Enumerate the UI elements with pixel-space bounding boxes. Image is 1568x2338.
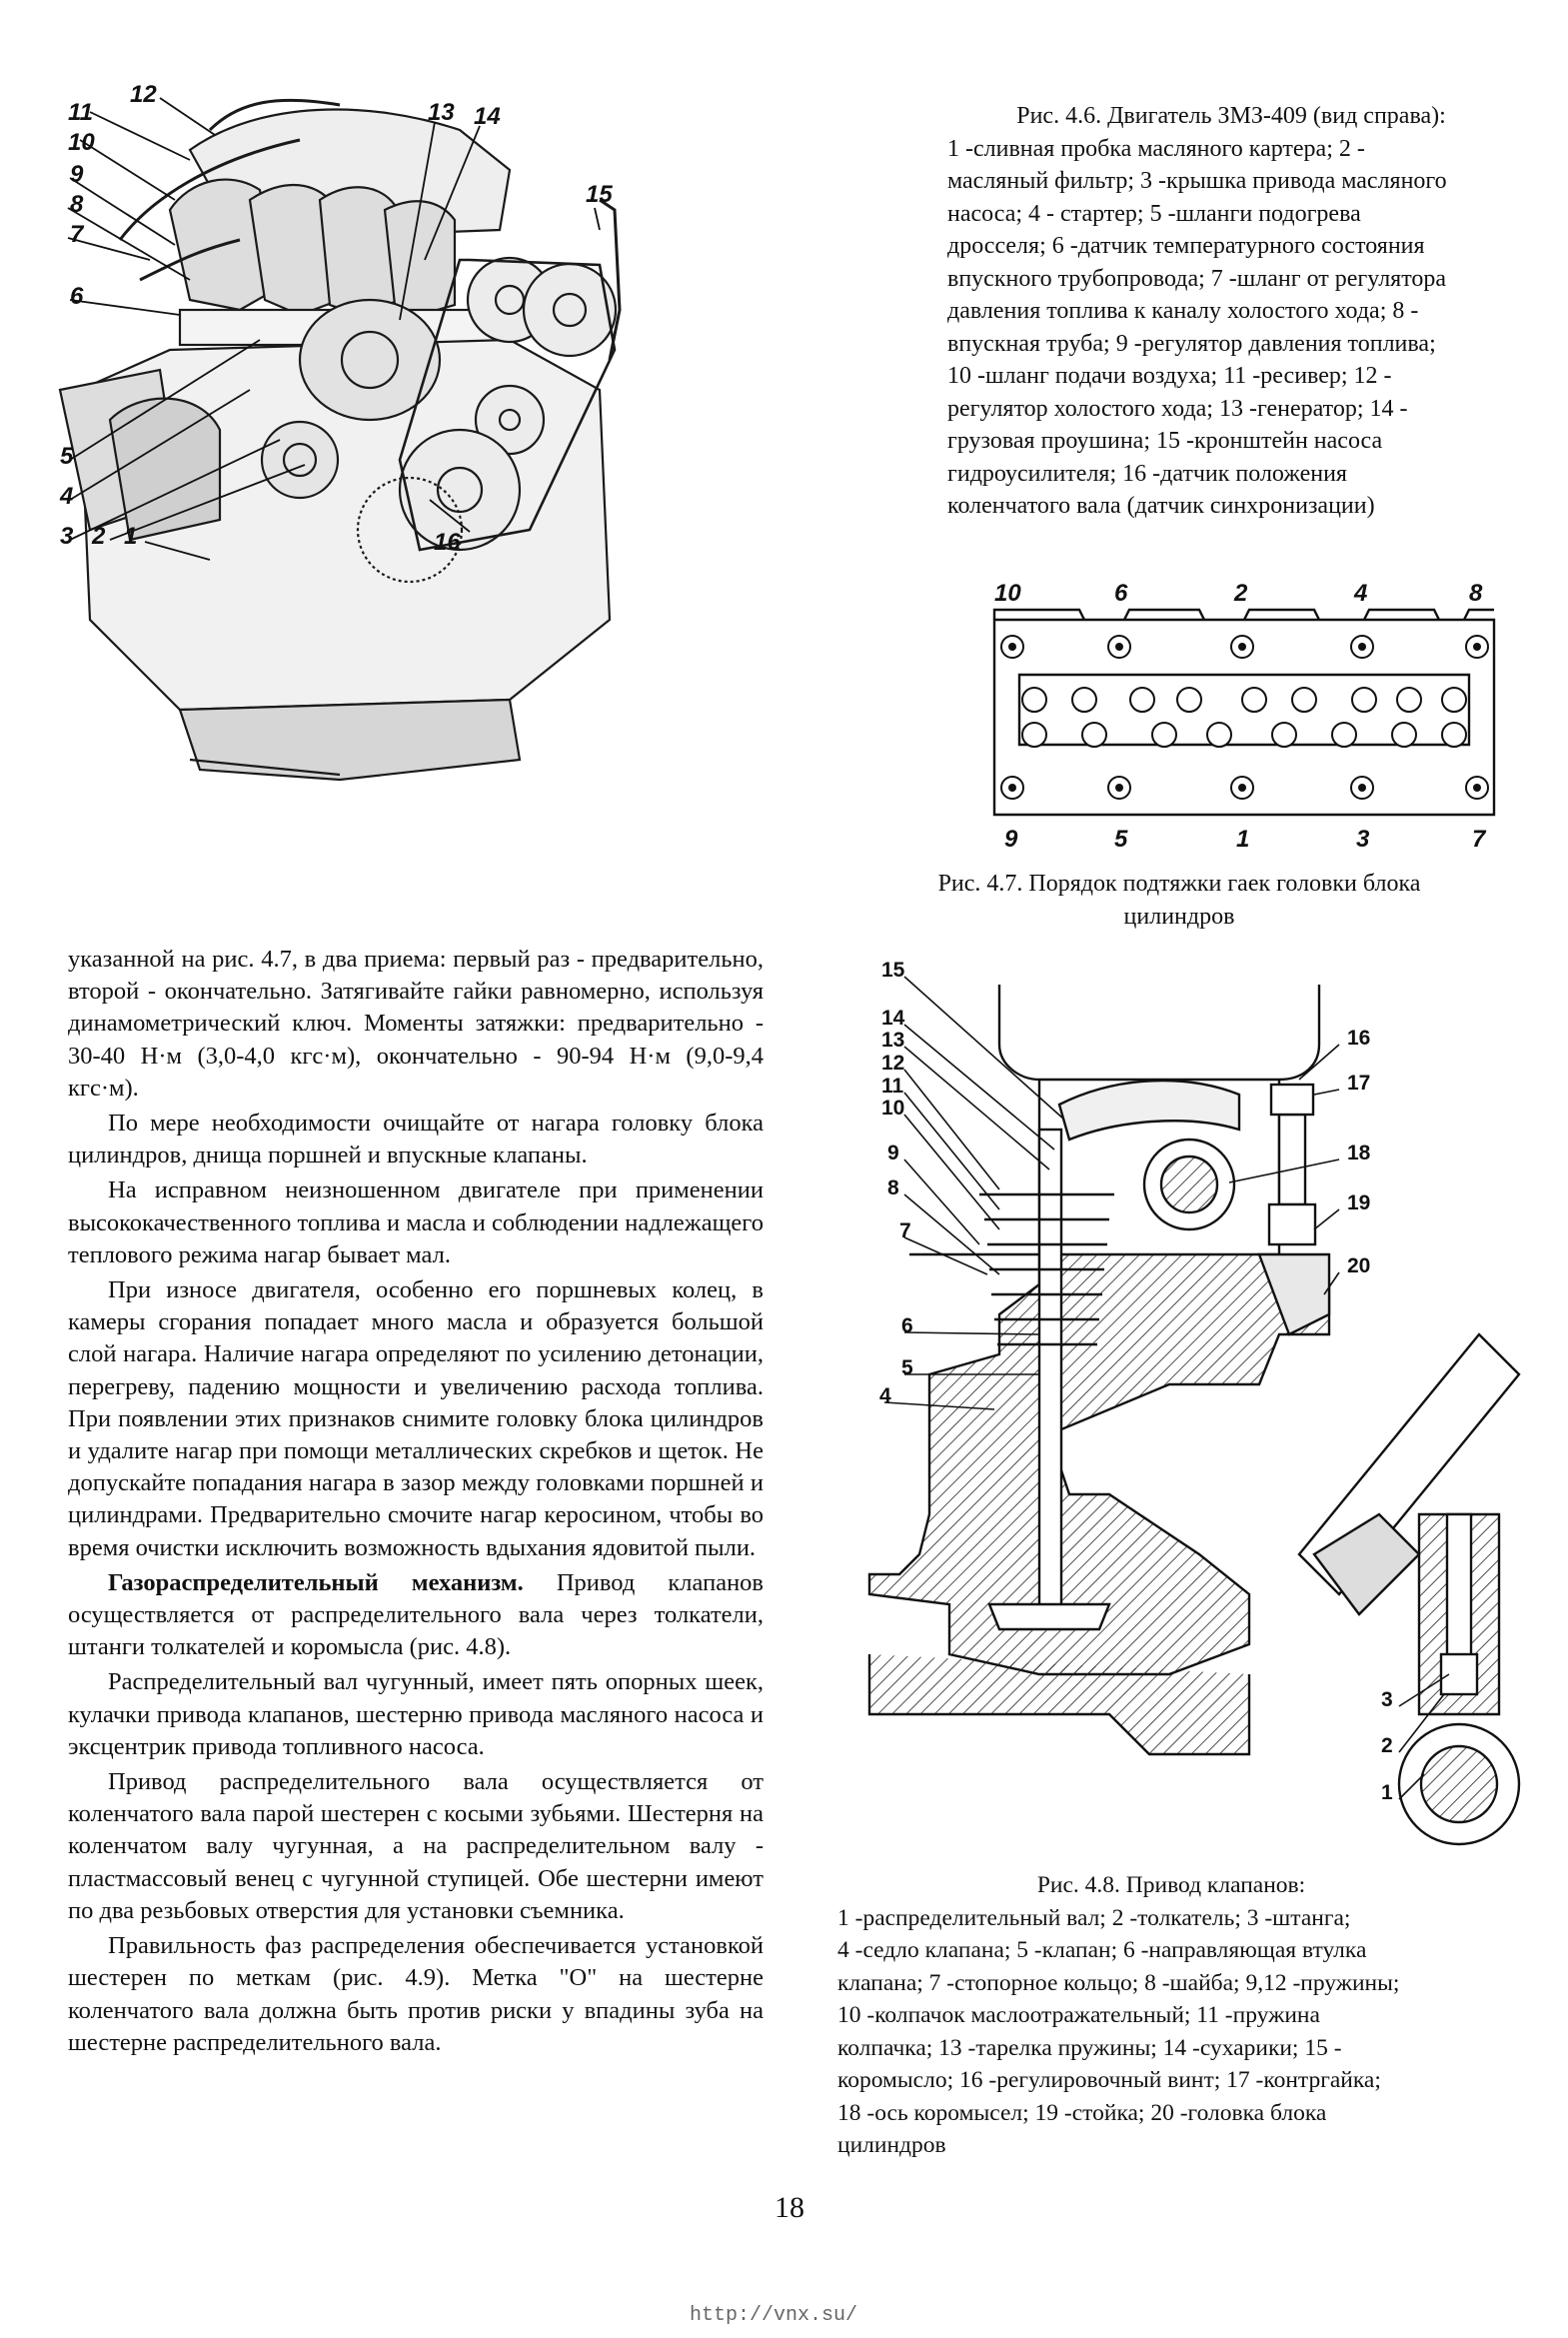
figure-4-7-caption-line-2: цилиндров <box>1123 904 1235 930</box>
valve-callout-13: 13 <box>881 1029 904 1052</box>
cylinder-head-diagram: 10 6 2 4 8 9 5 1 3 7 <box>992 580 1496 853</box>
engine-callout-16: 16 <box>434 529 461 556</box>
engine-callout-8: 8 <box>70 191 84 218</box>
valve-drive-diagram: 15 14 13 12 11 10 9 8 7 6 5 4 3 2 1 16 1… <box>867 959 1521 1846</box>
paragraph: Привод распределительного вала осуществл… <box>68 1768 764 1924</box>
figure-4-6-caption-line: Рис. 4.6. Двигатель ЗМЗ-409 (вид справа)… <box>1016 103 1446 129</box>
valve-callout-17: 17 <box>1347 1072 1370 1095</box>
figure-4-8-caption-line: 4 -седло клапана; 5 -клапан; 6 -направля… <box>837 1937 1367 1963</box>
valve-callout-9: 9 <box>887 1142 899 1165</box>
figure-4-8-caption-line: цилиндров <box>837 2132 946 2158</box>
paragraph: На исправном неизношенном двигателе при … <box>68 1176 764 1268</box>
engine-callout-15: 15 <box>586 181 613 208</box>
figure-4-8-caption-line: колпачка; 13 -тарелка пружины; 14 -сухар… <box>837 2034 1342 2061</box>
valve-callout-1: 1 <box>1381 1781 1393 1804</box>
head-label-top-6: 6 <box>1114 580 1128 607</box>
valve-callout-6: 6 <box>901 1314 913 1337</box>
engine-callouts: 11 12 10 9 8 7 6 5 4 3 2 1 13 14 15 16 <box>59 81 613 556</box>
head-label-bottom-9: 9 <box>1004 826 1018 853</box>
engine-callout-2: 2 <box>91 523 106 550</box>
paragraph: По мере необходимости очищайте от нагара… <box>68 1110 764 1169</box>
valve-callout-12: 12 <box>881 1052 904 1075</box>
engine-callout-12: 12 <box>130 81 157 108</box>
valve-callout-4: 4 <box>879 1384 891 1407</box>
valve-callout-3: 3 <box>1381 1688 1393 1711</box>
figure-4-8-caption: Рис. 4.8. Привод клапанов: 1 -распредели… <box>837 1869 1505 2162</box>
figure-4-7-caption: Рис. 4.7. Порядок подтяжки гаек головки … <box>879 868 1479 934</box>
valve-callout-14: 14 <box>881 1007 905 1030</box>
valve-callout-2: 2 <box>1381 1734 1393 1757</box>
head-label-top-2: 2 <box>1233 580 1248 607</box>
engine-callout-6: 6 <box>70 283 84 310</box>
figure-4-6-caption-line: гидроусилителя; 16 -датчик положения <box>947 460 1347 487</box>
valve-callout-15: 15 <box>881 959 905 982</box>
engine-callout-4: 4 <box>59 483 73 510</box>
figure-4-6-caption-line: давления топлива к каналу холостого хода… <box>947 298 1419 324</box>
head-label-bottom-3: 3 <box>1356 826 1370 853</box>
paragraph: указанной на рис. 4.7, в два приема: пер… <box>68 946 764 1102</box>
valve-callout-10: 10 <box>881 1097 904 1120</box>
figure-4-6-caption: Рис. 4.6. Двигатель ЗМЗ-409 (вид справа)… <box>947 100 1515 523</box>
engine-callout-3: 3 <box>60 523 74 550</box>
figure-4-6-caption-line: 10 -шланг подачи воздуха; 11 -ресивер; 1… <box>947 363 1392 389</box>
figure-4-8-caption-title: Рис. 4.8. Привод клапанов: <box>1036 1872 1306 1898</box>
head-label-top-4: 4 <box>1353 580 1367 607</box>
head-label-bottom-5: 5 <box>1114 826 1128 853</box>
figure-4-6-caption-line: коленчатого вала (датчик синхронизации) <box>947 493 1375 519</box>
valve-callout-19: 19 <box>1347 1191 1370 1214</box>
figure-4-6-caption-line: грузовая проушина; 15 -кронштейн насоса <box>947 428 1383 454</box>
page-number: 18 <box>775 2191 804 2224</box>
section-lead: Газораспределительный механизм. <box>108 1568 524 1596</box>
figure-4-6-caption-line: масляный фильтр; 3 -крышка привода масля… <box>947 168 1447 194</box>
engine-callout-5: 5 <box>60 443 74 470</box>
paragraph: При износе двигателя, особенно его поршн… <box>68 1276 764 1561</box>
paragraph-text: Привод клапанов осуществляется от распре… <box>68 1568 765 1661</box>
figure-4-6-caption-line: дросселя; 6 -датчик температурного состо… <box>947 233 1425 259</box>
valve-callout-20: 20 <box>1347 1254 1370 1277</box>
figure-4-8-caption-line: 10 -колпачок маслоотражательный; 11 -пру… <box>837 2002 1320 2028</box>
valve-callout-11: 11 <box>881 1075 904 1098</box>
head-label-bottom-1: 1 <box>1236 826 1249 853</box>
engine-callout-1: 1 <box>124 523 137 550</box>
engine-illustration: 11 12 10 9 8 7 6 5 4 3 2 1 13 14 15 16 <box>58 81 622 782</box>
valve-callout-8: 8 <box>887 1176 899 1199</box>
paragraph: Газораспределительный механизм. Привод к… <box>68 1567 764 1664</box>
figure-4-8-caption-line: коромысло; 16 -регулировочный винт; 17 -… <box>837 2067 1381 2093</box>
body-text-column: указанной на рис. 4.7, в два приема: пер… <box>68 944 764 2059</box>
figure-4-8-caption-line: клапана; 7 -стопорное кольцо; 8 -шайба; … <box>837 1969 1400 1996</box>
engine-callout-9: 9 <box>70 161 84 188</box>
figure-4-8-caption-line: 18 -ось коромысел; 19 -стойка; 20 -голов… <box>837 2099 1327 2126</box>
engine-callout-7: 7 <box>70 221 85 248</box>
figure-4-7-caption-line-1: Рис. 4.7. Порядок подтяжки гаек головки … <box>937 871 1421 897</box>
engine-callout-13: 13 <box>428 99 455 126</box>
figure-4-8-caption-line: 1 -распределительный вал; 2 -толкатель; … <box>837 1904 1351 1931</box>
figure-4-6-caption-line: впускная труба; 9 -регулятор давления то… <box>947 330 1436 357</box>
head-label-bottom-7: 7 <box>1472 826 1487 853</box>
valve-callout-16: 16 <box>1347 1027 1370 1050</box>
valve-callouts: 15 14 13 12 11 10 9 8 7 6 5 4 3 2 1 16 1… <box>879 959 1393 1804</box>
figure-4-6-caption-line: насоса; 4 - стартер; 5 -шланги подогрева <box>947 200 1361 227</box>
figure-4-6-caption-line: 1 -сливная пробка масляного картера; 2 - <box>947 135 1365 162</box>
valve-callout-5: 5 <box>901 1356 913 1379</box>
valve-callout-7: 7 <box>899 1219 911 1242</box>
engine-callout-10: 10 <box>68 129 95 156</box>
valve-callout-18: 18 <box>1347 1142 1371 1165</box>
engine-callout-11: 11 <box>68 99 93 126</box>
figure-4-6-caption-line: регулятор холостого хода; 13 -генератор;… <box>947 395 1408 422</box>
paragraph: Распределительный вал чугунный, имеет пя… <box>68 1668 764 1760</box>
watermark: http://vnx.su/ <box>690 2304 858 2327</box>
figure-4-6-caption-line: впускного трубопровода; 7 -шланг от регу… <box>947 265 1447 292</box>
head-label-top-10: 10 <box>994 580 1021 607</box>
engine-callout-14: 14 <box>474 103 501 130</box>
head-label-top-8: 8 <box>1469 580 1483 607</box>
paragraph: Правильность фаз распределения обеспечив… <box>68 1932 764 2056</box>
